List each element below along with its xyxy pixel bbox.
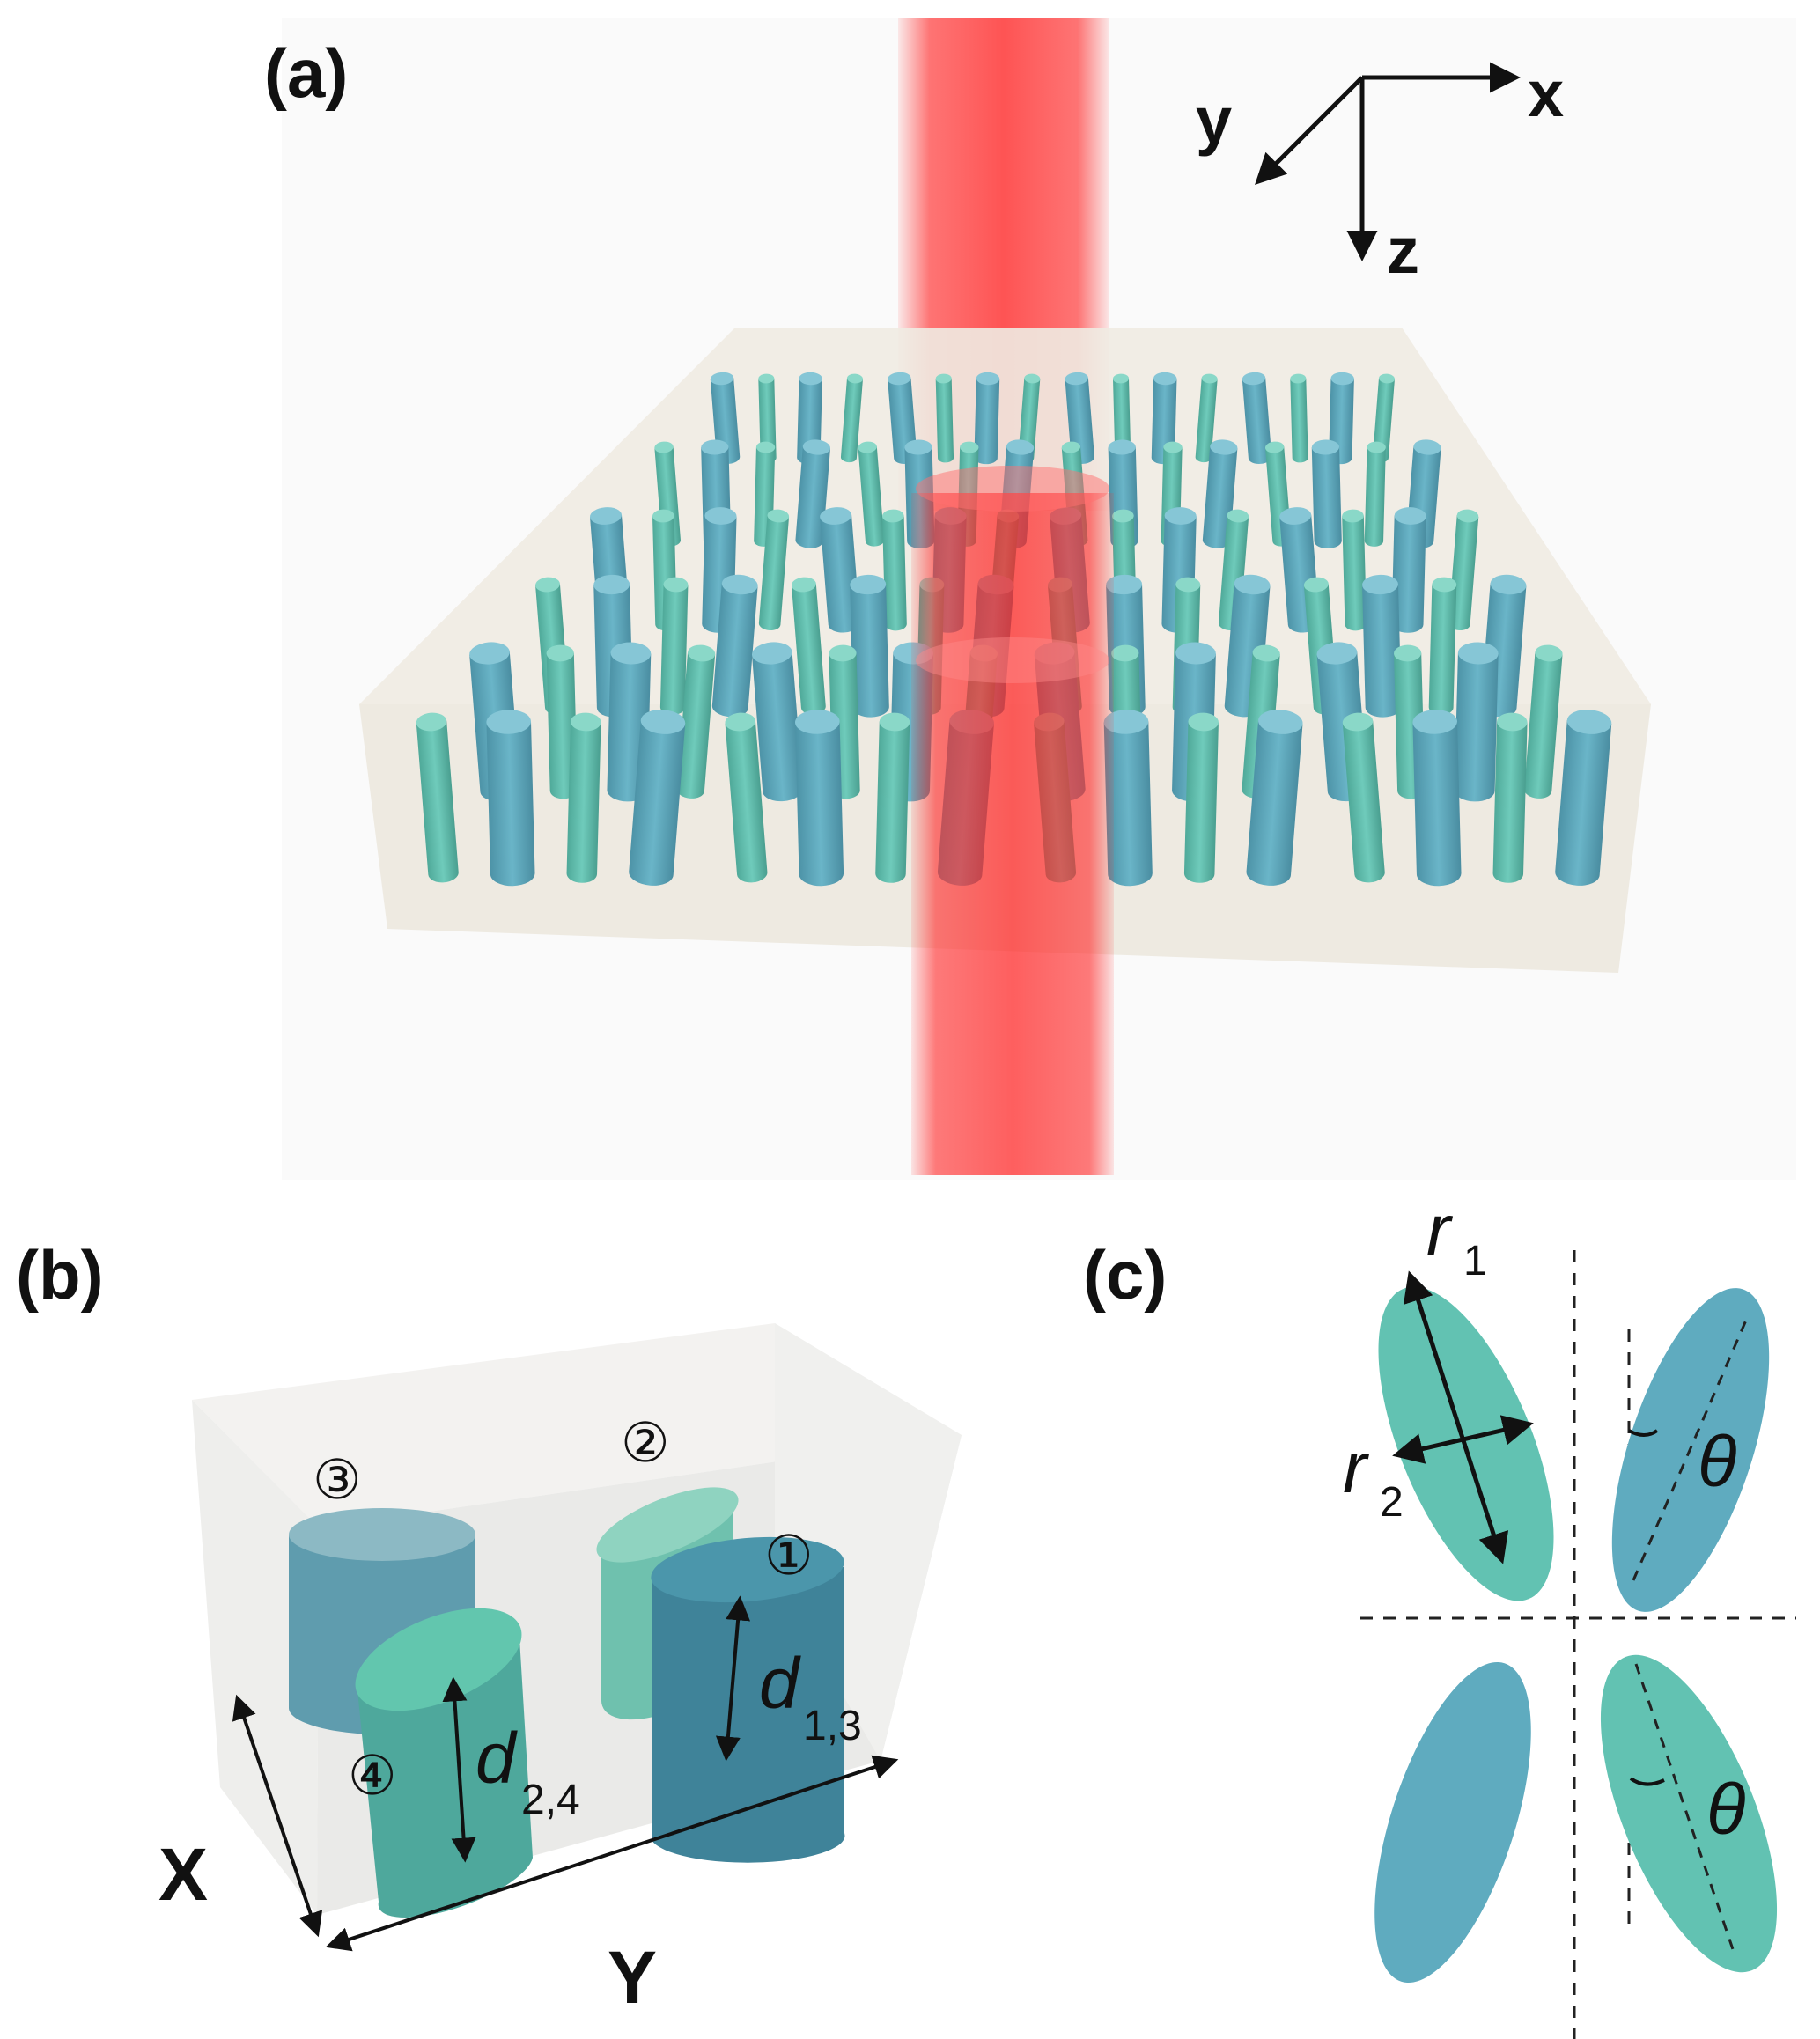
d13-subscript: 1,3 (803, 1703, 862, 1749)
r2-arrow (1392, 1415, 1534, 1464)
r1-label: r 1 (1426, 1190, 1487, 1284)
cell-y-arrow (325, 1755, 899, 1952)
coordinate-axes: x y z (1196, 57, 1564, 287)
nanopillar (659, 577, 689, 716)
z-axis-label: z (1387, 214, 1419, 287)
angle-arc-bottom (1629, 1777, 1665, 1786)
d13-arrow (715, 1595, 751, 1762)
r2-main: r (1343, 1428, 1370, 1508)
panel-a-label: (a) (264, 34, 348, 112)
nanopillar (1428, 577, 1457, 716)
d13-main: d (759, 1644, 801, 1724)
panel-c: (c) r 1 r 2 θ θ (1083, 1190, 1796, 2039)
tilt-axis-top (1632, 1315, 1750, 1581)
ellipse-bottom-right (1600, 1654, 1778, 1973)
y-axis-arrow (1255, 76, 1364, 185)
laser-beam-lower (911, 493, 1114, 1175)
nanopillar (1492, 712, 1528, 884)
angle-arc-top (1628, 1429, 1659, 1437)
nanopillar (486, 709, 535, 887)
nanopillar (794, 709, 844, 887)
nanopillar (566, 712, 601, 884)
beam-cross-section-lower (916, 637, 1109, 683)
r1-main: r (1426, 1190, 1454, 1270)
x-axis-label: x (1528, 57, 1564, 130)
cell-x-label: X (158, 1833, 208, 1916)
nanopillar (1364, 441, 1387, 548)
pillar-1-number: ① (764, 1523, 814, 1587)
panel-a: (a) x y z (264, 18, 1796, 1180)
d24-main: d (475, 1719, 518, 1799)
pillar-4-number: ④ (348, 1743, 397, 1807)
pillar-3-number: ③ (313, 1447, 362, 1512)
nanopillar (874, 712, 910, 884)
nanopillar (1311, 439, 1343, 549)
nanopillar (1290, 373, 1308, 463)
panel-c-label: (c) (1083, 1236, 1167, 1314)
d13-label: d 1,3 (759, 1644, 862, 1749)
theta-top-label: θ (1698, 1422, 1736, 1502)
r1-subscript: 1 (1463, 1238, 1487, 1284)
cell-y-label: Y (608, 1936, 657, 2019)
pillar-2-number: ② (621, 1410, 670, 1475)
nanopillar (935, 373, 954, 463)
r2-subscript: 2 (1380, 1479, 1404, 1526)
nanopillar (1454, 641, 1499, 803)
d24-subscript: 2,4 (521, 1777, 580, 1823)
r2-label: r 2 (1343, 1428, 1404, 1526)
theta-bottom-label: θ (1706, 1770, 1745, 1850)
panel-b: (b) ③ ② ① ④ (16, 1236, 962, 2019)
cell-x-arrow (232, 1694, 323, 1938)
beam-cross-section-upper (916, 466, 1109, 512)
y-axis-label: y (1196, 84, 1232, 157)
ellipse-bottom-left (1374, 1662, 1531, 1983)
pillar-1 (651, 1536, 845, 1863)
nanopillar (1183, 712, 1219, 884)
unit-cell-top (192, 1323, 962, 1527)
panel-b-label: (b) (16, 1236, 104, 1314)
tilt-axis-bottom (1634, 1663, 1736, 1955)
nanopillar (1412, 709, 1462, 887)
